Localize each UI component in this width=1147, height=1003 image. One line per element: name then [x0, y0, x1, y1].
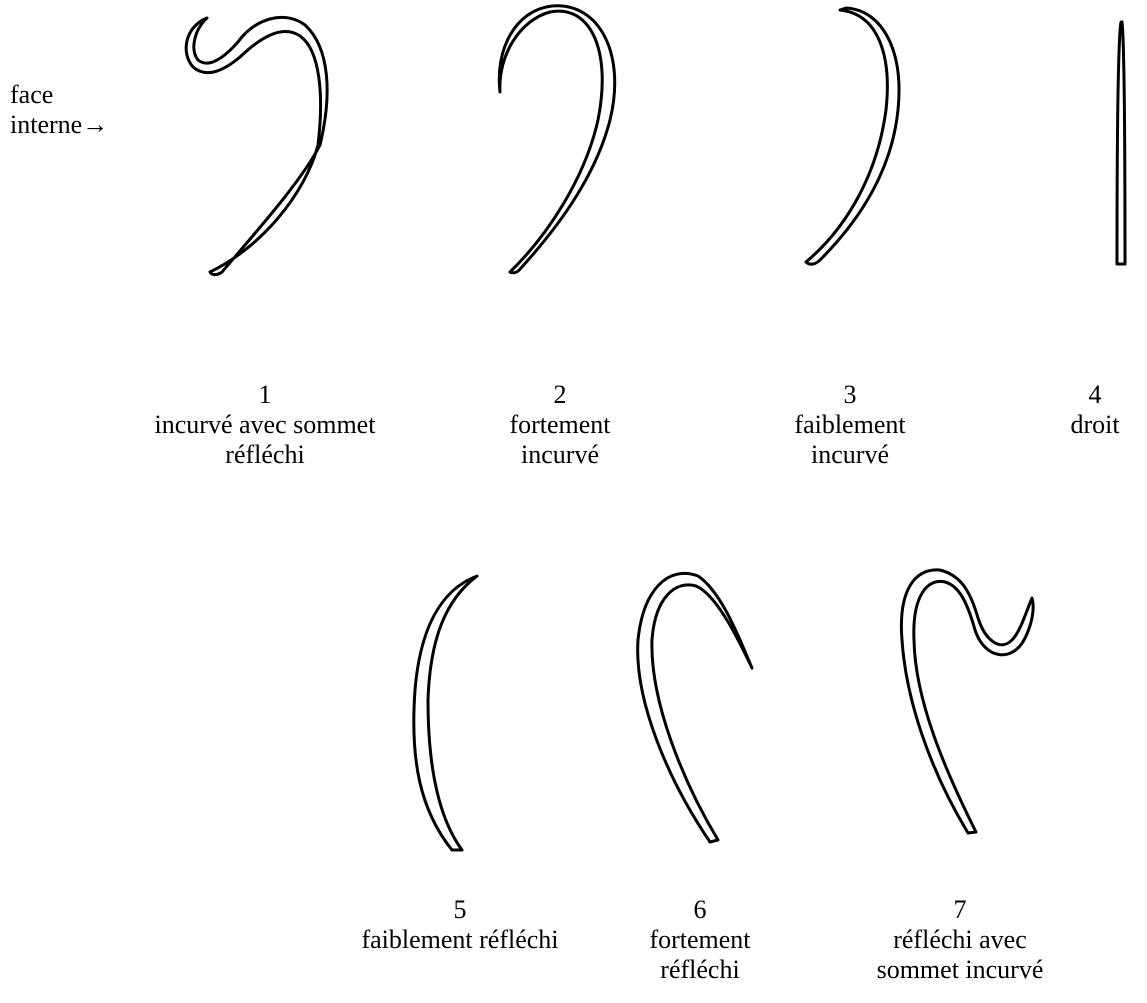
caption-number: 5 — [310, 895, 610, 925]
caption-text-line2: réfléchi — [610, 955, 790, 985]
caption-2: 2 fortement incurvé — [470, 380, 650, 470]
caption-number: 4 — [1045, 380, 1145, 410]
shape-1-curved-reflexed-tip — [186, 17, 327, 274]
caption-text-line2: sommet incurvé — [845, 955, 1075, 985]
caption-text-line1: réfléchi avec — [845, 925, 1075, 955]
caption-number: 6 — [610, 895, 790, 925]
caption-text-line1: faiblement — [760, 410, 940, 440]
caption-text-line2: incurvé — [760, 440, 940, 470]
annotation-line2: interne→ — [10, 110, 108, 140]
caption-3: 3 faiblement incurvé — [760, 380, 940, 470]
caption-text-line2: incurvé — [470, 440, 650, 470]
shape-2-strongly-curved — [499, 6, 614, 273]
shape-3-weakly-curved — [806, 8, 899, 264]
shape-5-weakly-reflexed — [414, 576, 477, 850]
annotation-line1: face — [10, 80, 108, 110]
caption-text-line1: faiblement réfléchi — [310, 925, 610, 955]
caption-number: 2 — [470, 380, 650, 410]
caption-text-line1: fortement — [610, 925, 790, 955]
shape-6-strongly-reflexed — [638, 573, 752, 842]
caption-number: 3 — [760, 380, 940, 410]
caption-text-line1: fortement — [470, 410, 650, 440]
face-interne-annotation: face interne→ — [10, 80, 108, 140]
caption-5: 5 faiblement réfléchi — [310, 895, 610, 955]
caption-6: 6 fortement réfléchi — [610, 895, 790, 985]
caption-number: 7 — [845, 895, 1075, 925]
caption-4: 4 droit — [1045, 380, 1145, 440]
caption-1: 1 incurvé avec sommet réfléchi — [130, 380, 400, 470]
caption-7: 7 réfléchi avec sommet incurvé — [845, 895, 1075, 985]
caption-text-line1: droit — [1045, 410, 1145, 440]
shape-7-reflexed-curved-tip — [901, 570, 1033, 833]
caption-number: 1 — [130, 380, 400, 410]
caption-text-line1: incurvé avec sommet — [130, 410, 400, 440]
shape-4-straight — [1117, 22, 1125, 264]
caption-text-line2: réfléchi — [130, 440, 400, 470]
